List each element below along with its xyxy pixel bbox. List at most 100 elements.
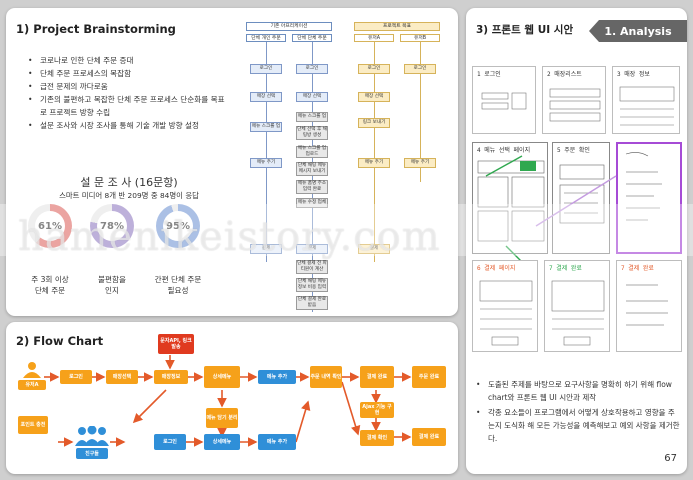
- sketch-payment: 7 결제 완료: [544, 260, 610, 352]
- lane-line: [420, 42, 421, 182]
- flow-box: 메뉴 스크롤 업: [250, 122, 282, 132]
- project-goal-swimlane: 프로젝트 목표 유저A 유저B 로그인 로그인 매장 선택 링크 보내기 메뉴 …: [354, 22, 554, 318]
- sketch-caption: 2 매장리스트: [547, 71, 582, 78]
- flow-box: 결제: [358, 244, 390, 254]
- flow-box: 메뉴 주기: [250, 158, 282, 168]
- menu-split-node: 메뉴 담기 분리: [206, 408, 238, 428]
- ajax-node: Ajax 기능 구현: [360, 402, 394, 418]
- bullet-item: 코로나로 인한 단체 주문 증대: [28, 54, 228, 67]
- lane-col-header: 단체 단체 주문: [292, 34, 332, 42]
- detail-menu-node: 상세메뉴: [204, 366, 240, 388]
- donut-value: 78%: [97, 211, 127, 241]
- flow-box: 단체 채팅 메뉴 메시지 보내기: [296, 162, 328, 176]
- sketch-store-info: 3 매장 정보: [612, 66, 680, 134]
- donut-value: 95%: [163, 211, 193, 241]
- flow-box: 결제: [296, 244, 328, 254]
- flow-box: 메뉴 주기: [358, 158, 390, 168]
- swimlane-header: 기존 아프리케이션: [246, 22, 332, 31]
- flow-box: 로그인: [296, 64, 328, 74]
- point-charge-node: 포인트 충전: [18, 416, 48, 434]
- lane-line: [312, 42, 313, 312]
- lane-line: [266, 42, 267, 262]
- sketch-payment-highlight: [616, 142, 682, 254]
- existing-app-swimlane: 기존 아프리케이션 단체 개인 주문 단체 단체 주문 로그인 로그인 매장 선…: [246, 22, 446, 318]
- flow-box: 메뉴 수정 업체: [296, 198, 328, 208]
- donut-label: 불편함을 인지: [98, 275, 126, 295]
- flow-box: 메뉴 품명 주소 입력 완료: [296, 180, 328, 194]
- bullet-item: 설문 조사와 시장 조사를 통해 기술 개발 방향 설정: [28, 119, 228, 132]
- flow-box: 단체 선택 후 채팅방 생성: [296, 126, 328, 140]
- final-check-node: 결제 확인: [360, 430, 394, 446]
- pay-check-node: 결제 완료: [360, 366, 394, 388]
- flowchart-connectors: [44, 355, 412, 447]
- brainstorm-bullets: 코로나로 인한 단체 주문 증대 단체 주문 프로세스의 복잡함 급전 문제의 …: [28, 54, 228, 132]
- survey-subtitle: 스마트 미디어 8개 반 209명 중 84명이 응답: [59, 191, 199, 200]
- sketch-menu-select: 4 메뉴 선택 페이지: [472, 142, 548, 254]
- order-done-node: 주문 완료: [412, 366, 446, 388]
- sketch-cart: 6 결제 페이지: [472, 260, 538, 352]
- store-select-node: 매장선택: [106, 370, 138, 384]
- survey-title: 설 문 조 사 (16문항): [80, 176, 178, 189]
- sms-api-node: 문자API, 링크 발송: [158, 334, 194, 354]
- lane-col-header: 유저B: [400, 34, 440, 42]
- menu-add-node: 메뉴 추가: [258, 370, 296, 384]
- donut-chart-necessity: 95%: [156, 204, 200, 248]
- sketch-store-list: 2 매장리스트: [542, 66, 606, 134]
- sketch-login: 1 로그인: [472, 66, 536, 134]
- page-number: 67: [664, 453, 677, 464]
- flowchart-panel: 2) Flow Chart 유저A: [6, 322, 458, 474]
- section2-title: 2) Flow Chart: [16, 334, 104, 348]
- flow-box: 매장 선택: [250, 92, 282, 102]
- finish-node: 결제 완료: [412, 428, 446, 446]
- flow-box: 메뉴 스크롤 업: [296, 112, 328, 122]
- sketch-caption: 3 매장 정보: [617, 71, 650, 78]
- brainstorming-panel: 1) Project Brainstorming 코로나로 인한 단체 주문 증…: [6, 8, 458, 316]
- sketch-payment-done: 7 결제 완료: [616, 260, 682, 352]
- donut-chart-inconvenience: 78%: [90, 204, 134, 248]
- section3-title: 3) 프론트 웹 UI 시안: [476, 24, 574, 36]
- donut-chart-weekly: 61%: [28, 204, 72, 248]
- user-icon: [20, 362, 44, 378]
- menu-add2-node: 메뉴 추가: [258, 434, 296, 450]
- flow-box: 링크 보내기: [358, 118, 390, 128]
- flow-box: 단체 결제 완료 받음: [296, 296, 328, 310]
- friends-node: 친구들: [76, 448, 108, 459]
- flow-box: 로그인: [404, 64, 436, 74]
- sketch-caption: 1 로그인: [477, 71, 501, 78]
- donut-label: 간편 단체 주문 필요성: [154, 275, 202, 295]
- bullet-item: 기존의 불편하고 복잡한 단체 주문 프로세스 단순화를 목표로 프로젝트 방향…: [28, 93, 228, 119]
- flow-box: 로그인: [358, 64, 390, 74]
- sketch-caption: 7 결제 완료: [549, 265, 582, 272]
- lane-col-header: 유저A: [354, 34, 394, 42]
- flow-box: 결제: [250, 244, 282, 254]
- flow-box: 매장 선택: [358, 92, 390, 102]
- login2-node: 로그인: [154, 434, 186, 450]
- bullet-item: 도출된 주제를 바탕으로 요구사항을 명확히 하기 위해 flow chart와…: [476, 378, 681, 404]
- flow-box: 메뉴 스크롤 업 업로드: [296, 146, 328, 158]
- flow-box: 메뉴 주기: [404, 158, 436, 168]
- order-check-node: 주문 내역 확인: [310, 366, 342, 388]
- flow-box: 로그인: [250, 64, 282, 74]
- lane-line: [374, 42, 375, 262]
- user-a-node: 유저A: [18, 380, 46, 390]
- lane-col-header: 단체 개인 주문: [246, 34, 286, 42]
- sketch-connectors: [485, 155, 617, 267]
- sketch-caption: 5 주문 확인: [557, 147, 590, 154]
- flow-box: 단체 채팅 메뉴 정보 비용 입력: [296, 278, 328, 292]
- bullet-item: 단체 주문 프로세스의 복잡함: [28, 67, 228, 80]
- flow-box: 단체 결제 전 파티원이 계산: [296, 260, 328, 274]
- section1-title: 1) Project Brainstorming: [16, 22, 176, 36]
- swimlane-header: 프로젝트 목표: [354, 22, 440, 31]
- detail2-node: 상세메뉴: [204, 434, 240, 450]
- flow-box: 매장 선택: [296, 92, 328, 102]
- sketch-caption: 4 메뉴 선택 페이지: [477, 147, 531, 154]
- store-info-node: 매장정보: [154, 370, 188, 384]
- sketch-caption: 7 결제 완료: [621, 265, 654, 272]
- donut-value: 61%: [35, 211, 65, 241]
- login-node: 로그인: [60, 370, 92, 384]
- donut-label: 주 3회 이상 단체 주문: [31, 275, 69, 295]
- analysis-bullets: 도출된 주제를 바탕으로 요구사항을 명확히 하기 위해 flow chart와…: [476, 378, 681, 447]
- analysis-tag: 1. Analysis: [589, 20, 687, 42]
- sketch-order-confirm: 5 주문 확인: [552, 142, 610, 254]
- ui-sketch-panel: 3) 프론트 웹 UI 시안 1. Analysis 1 로그인 2 매장리스트…: [466, 8, 687, 474]
